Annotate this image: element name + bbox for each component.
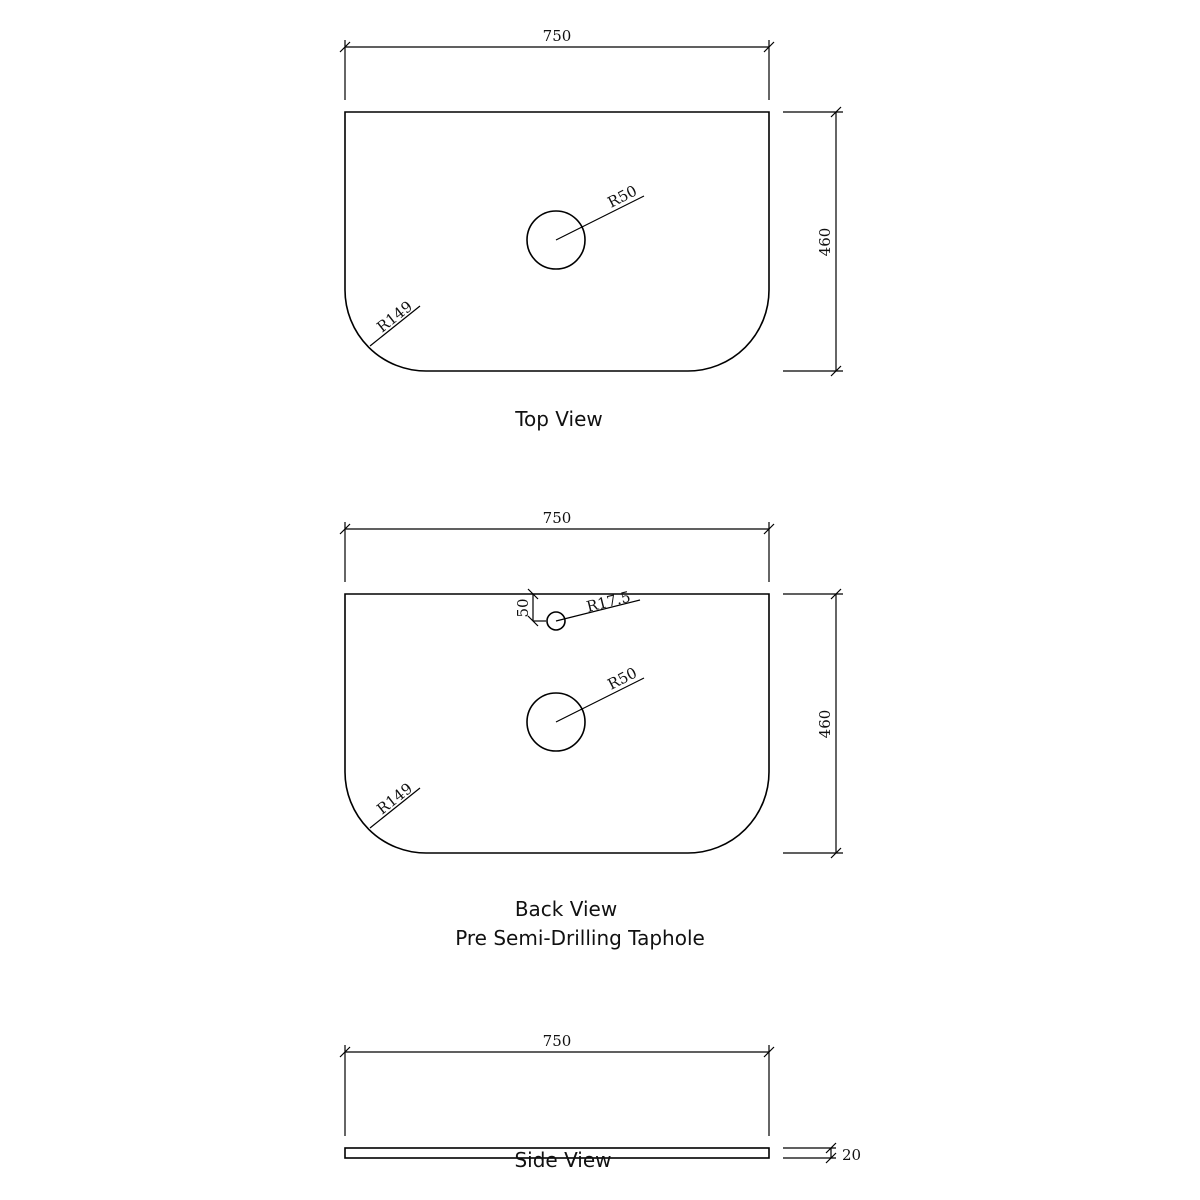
corner-radius-label: R149 [373, 297, 416, 336]
basin-hole-leader [555, 677, 645, 723]
view-title: Top View [514, 407, 603, 431]
width-dimension: 750 [339, 1032, 775, 1136]
view-title: Side View [514, 1148, 611, 1172]
taphole-leader [555, 599, 641, 622]
back-view-outline [344, 593, 770, 854]
corner-radius-label: R149 [373, 779, 416, 818]
width-label: 750 [543, 509, 572, 527]
basin-hole-leader [555, 195, 645, 241]
basin-hole [526, 692, 586, 752]
top-view: R50 R149 750 460 Top View [339, 27, 843, 431]
width-dimension: 750 [339, 509, 775, 582]
corner-radius-leader [369, 305, 421, 347]
depth-label: 460 [816, 228, 834, 257]
side-view-outline [344, 1147, 770, 1159]
depth-label: 460 [816, 710, 834, 739]
depth-dimension: 460 [783, 588, 843, 859]
thickness-label: 20 [842, 1146, 861, 1164]
corner-radius-leader [369, 787, 421, 829]
view-subtitle: Pre Semi-Drilling Taphole [455, 926, 705, 950]
taphole [546, 611, 566, 631]
taphole-offset-dimension: 50 [514, 588, 546, 627]
side-view: 750 20 Side View [339, 1032, 861, 1172]
width-dimension: 750 [339, 27, 775, 100]
view-title: Back View [515, 897, 617, 921]
width-label: 750 [543, 1032, 572, 1050]
depth-dimension: 460 [783, 106, 843, 377]
top-view-outline [344, 111, 770, 372]
taphole-offset-label: 50 [514, 598, 532, 617]
thickness-dimension: 20 [783, 1142, 861, 1164]
back-view: R17.5 50 R50 R149 750 460 Back View Pre … [339, 509, 843, 950]
taphole-radius-label: R17.5 [585, 588, 633, 616]
width-label: 750 [543, 27, 572, 45]
basin-hole [526, 210, 586, 270]
